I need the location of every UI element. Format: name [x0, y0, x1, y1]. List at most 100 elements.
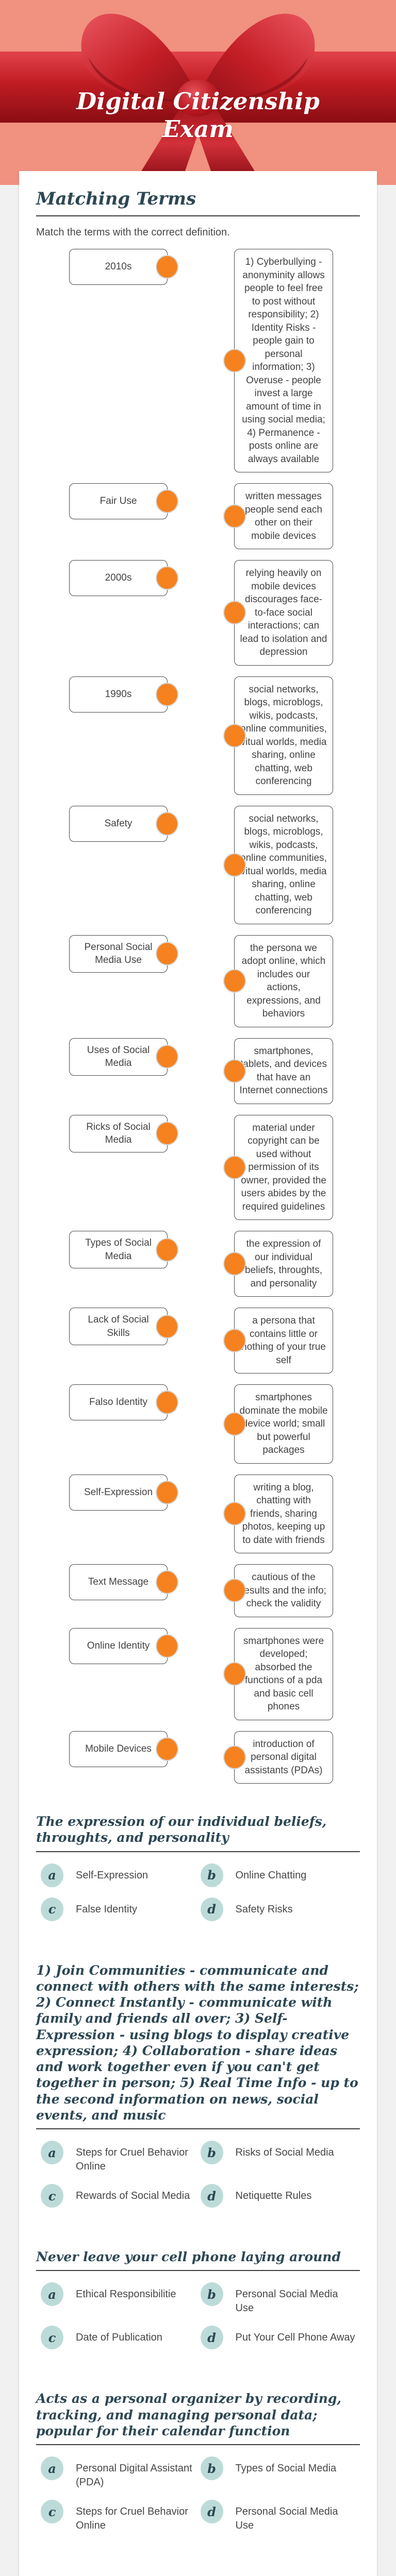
option-letter-badge[interactable]: d	[200, 2184, 223, 2208]
definition-box[interactable]: writing a blog, chatting with friends, s…	[223, 1474, 333, 1553]
term-box[interactable]: Ricks of Social Media	[69, 1114, 178, 1153]
definition-box[interactable]: smartphones were developed; absorbed the…	[223, 1628, 333, 1720]
term-connector-dot[interactable]	[156, 682, 178, 706]
definition-connector-dot[interactable]	[223, 1579, 246, 1603]
definition-connector-dot[interactable]	[223, 1252, 246, 1276]
term-connector-dot[interactable]	[156, 566, 178, 590]
definition-connector-dot[interactable]	[223, 723, 246, 748]
option-letter-badge[interactable]: c	[41, 2326, 63, 2350]
option-letter-badge[interactable]: b	[200, 2282, 223, 2307]
term-connector-dot[interactable]	[156, 1314, 178, 1338]
option-letter-badge[interactable]: b	[200, 2141, 223, 2164]
definition-box[interactable]: smartphones dominate the mobile device w…	[223, 1384, 333, 1464]
term-connector-dot[interactable]	[156, 811, 178, 836]
option-letter-badge[interactable]: b	[200, 2456, 223, 2480]
term-box[interactable]: Lack of Social Skills	[69, 1308, 178, 1345]
match-row: 2010s 1) Cyberbullying - anonyminity allo…	[36, 249, 360, 472]
definition-box[interactable]: relying heavily on mobile devices discou…	[223, 560, 333, 666]
term-box[interactable]: 2010s	[69, 249, 178, 285]
option-letter-badge[interactable]: a	[41, 2282, 63, 2307]
definition-label: introduction of personal digital assista…	[244, 1738, 323, 1776]
definition-box[interactable]: cautious of the results and the info; ch…	[223, 1564, 333, 1617]
term-box[interactable]: Personal Social Media Use	[69, 935, 178, 973]
definition-label: smartphones dominate the mobile device w…	[239, 1392, 328, 1455]
option-letter-badge[interactable]: d	[200, 1897, 223, 1921]
definition-box[interactable]: written messages people send each other …	[223, 483, 333, 549]
definition-connector-dot[interactable]	[223, 349, 246, 372]
term-label: Safety	[104, 818, 133, 829]
definition-connector-dot[interactable]	[223, 1502, 246, 1526]
definition-connector-dot[interactable]	[223, 1745, 246, 1769]
option-letter-badge[interactable]: c	[41, 2500, 63, 2523]
definition-connector-dot[interactable]	[223, 969, 246, 993]
definition-connector-dot[interactable]	[223, 1155, 246, 1179]
option-letter-badge[interactable]: b	[200, 1863, 223, 1887]
term-box[interactable]: 2000s	[69, 560, 178, 596]
ribbon-bow-graphic	[0, 13, 396, 181]
term-box[interactable]: Self-Expression	[69, 1474, 178, 1511]
definition-box[interactable]: social networks, blogs, microblogs, wiki…	[223, 805, 333, 924]
term-connector-dot[interactable]	[156, 1238, 178, 1262]
option-letter-badge[interactable]: d	[200, 2326, 223, 2350]
term-connector-dot[interactable]	[156, 1045, 178, 1069]
option-letter-badge[interactable]: a	[41, 2456, 63, 2480]
term-connector-dot[interactable]	[156, 1122, 178, 1145]
definition-box[interactable]: a persona that contains little or nothin…	[223, 1308, 333, 1374]
term-box[interactable]: Online Identity	[69, 1628, 178, 1664]
term-connector-dot[interactable]	[156, 1634, 178, 1658]
definition-box[interactable]: the persona we adopt online, which inclu…	[223, 935, 333, 1027]
definition-box[interactable]: introduction of personal digital assista…	[223, 1731, 333, 1784]
term-connector-dot[interactable]	[156, 1480, 178, 1504]
term-box[interactable]: Falso Identity	[69, 1384, 178, 1420]
definition-connector-dot[interactable]	[223, 1059, 246, 1083]
definition-connector-dot[interactable]	[223, 1412, 246, 1436]
definition-box[interactable]: smartphones, tablets, and devices that h…	[223, 1038, 333, 1104]
term-box[interactable]: 1990s	[69, 676, 178, 713]
definition-connector-dot[interactable]	[223, 853, 246, 877]
question-prompt-line: Allow users to connect with others onlin…	[36, 2574, 360, 2576]
term-connector-dot[interactable]	[156, 255, 178, 279]
term-connector-dot[interactable]	[156, 1391, 178, 1414]
definition-connector-dot[interactable]	[223, 504, 246, 528]
definition-label: cautious of the results and the info; ch…	[241, 1572, 326, 1609]
option-letter-badge[interactable]: c	[41, 2184, 63, 2208]
term-box[interactable]: Uses of Social Media	[69, 1038, 178, 1076]
option-letter-badge[interactable]: a	[41, 2141, 63, 2164]
term-box[interactable]: Text Message	[69, 1564, 178, 1600]
option-letter-badge[interactable]: d	[200, 2500, 223, 2523]
definition-connector-dot[interactable]	[223, 1662, 246, 1686]
term-box[interactable]: Safety	[69, 805, 178, 842]
term-connector-dot[interactable]	[156, 942, 178, 965]
term-box[interactable]: Fair Use	[69, 483, 178, 519]
definition-connector-dot[interactable]	[223, 1329, 246, 1352]
term-connector-dot[interactable]	[156, 489, 178, 513]
definition-connector-dot[interactable]	[223, 601, 246, 625]
option-letter-badge[interactable]: c	[41, 1897, 63, 1921]
definition-box[interactable]: material under copyright can be used wit…	[223, 1114, 333, 1220]
definition-box[interactable]: 1) Cyberbullying - anonyminity allows pe…	[223, 249, 333, 472]
definition-box[interactable]: the expression of our individual beliefs…	[223, 1231, 333, 1297]
option-letter-badge[interactable]: a	[41, 1863, 63, 1887]
term-connector-dot[interactable]	[156, 1737, 178, 1761]
term-box[interactable]: Types of Social Media	[69, 1231, 178, 1268]
term-connector-dot[interactable]	[156, 1570, 178, 1594]
term-box[interactable]: Mobile Devices	[69, 1731, 178, 1767]
term-label: Fair Use	[100, 496, 137, 507]
definition-box[interactable]: social networks, blogs, microblogs, wiki…	[223, 676, 333, 795]
